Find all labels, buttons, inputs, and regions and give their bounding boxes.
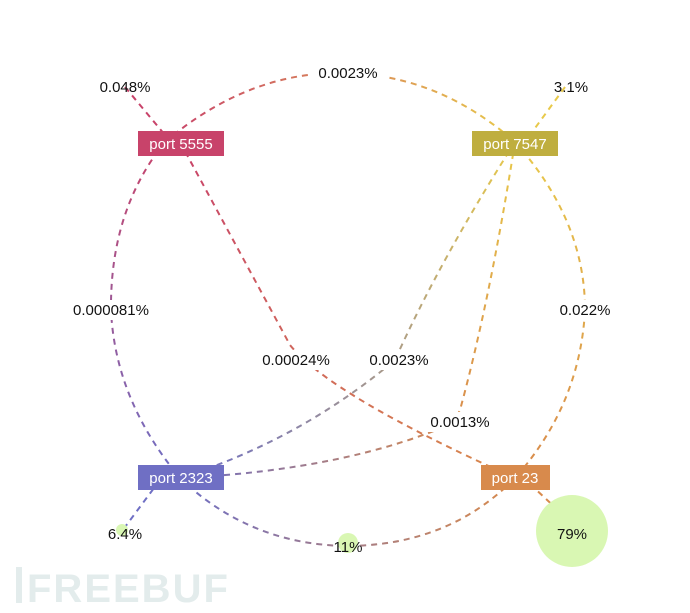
self-label-5555: 0.048% (100, 79, 151, 96)
self-label-7547: 3.1% (554, 79, 588, 96)
node-port-7547[interactable]: port 7547 (472, 131, 558, 156)
edge-label-7547-23-inner: 0.0013% (430, 414, 489, 431)
edge-7547-23-outer (514, 141, 587, 479)
bubbles (116, 495, 608, 567)
edge-7547-23-inner (449, 141, 516, 431)
edge-label-7547-2323: 0.0023% (369, 352, 428, 369)
edge-2323-23-inner (179, 419, 461, 479)
watermark-text: FREEBUF (27, 567, 230, 611)
bubble-23 (536, 495, 608, 567)
edge-label-5555-7547: 0.0023% (318, 65, 377, 82)
edge-label-5555-2323: 0.000081% (73, 302, 149, 319)
bubble-2323 (116, 524, 128, 536)
edge-5555-23 (179, 141, 516, 479)
edge-2323-23 (179, 477, 516, 548)
edge-7547-2323 (179, 141, 516, 479)
self-label-2323: 6.4% (108, 526, 142, 543)
node-port-5555[interactable]: port 5555 (138, 131, 224, 156)
edge-label-2323-23: 11% (334, 539, 363, 556)
self-loop-7547 (529, 86, 566, 136)
watermark: FREEBUF (16, 567, 230, 611)
node-port-2323[interactable]: port 2323 (138, 465, 224, 490)
node-label-port-2323: port 2323 (149, 470, 212, 487)
self-loop-2323 (124, 479, 161, 528)
edge-label-7547-23-outer: 0.022% (560, 302, 611, 319)
node-label-port-5555: port 5555 (149, 136, 212, 153)
node-label-port-23: port 23 (492, 470, 539, 487)
node-port-23[interactable]: port 23 (481, 465, 550, 490)
edge-label-5555-23: 0.00024% (262, 352, 330, 369)
self-label-23: 79% (557, 526, 587, 543)
bubble-2323-23 (338, 533, 358, 553)
node-label-port-7547: port 7547 (483, 136, 546, 153)
